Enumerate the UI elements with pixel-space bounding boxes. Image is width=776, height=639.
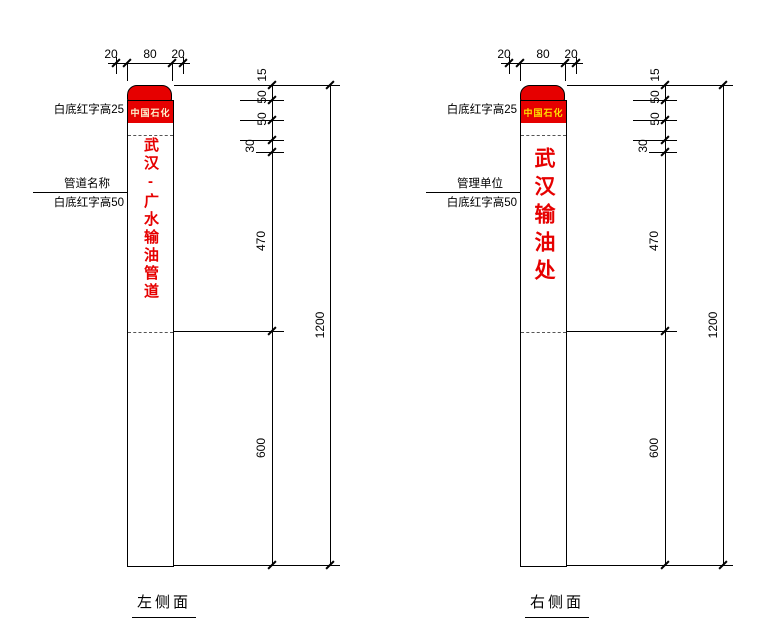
- height-dim-label: 50: [648, 112, 662, 126]
- cap-height-note: 白底红字高25: [446, 104, 517, 116]
- extension-line: [127, 63, 128, 81]
- view-caption: 右侧面: [525, 591, 589, 618]
- brand-band: 中国石化: [128, 101, 173, 123]
- extension-line: [240, 140, 284, 141]
- width-dim-label: 20: [171, 47, 185, 61]
- text-height-note: 白底红字高50: [446, 197, 517, 209]
- post-body: 中国石化 武汉输油处: [520, 100, 567, 567]
- top-dim-line: [108, 63, 190, 64]
- width-dim-label: 20: [564, 47, 578, 61]
- extension-line: [116, 57, 117, 74]
- overall-height-label: 1200: [313, 311, 327, 339]
- height-dim-label: 470: [254, 230, 268, 252]
- height-dim-label: 15: [648, 68, 662, 82]
- post-body: 中国石化 武汉-广水输油管道: [127, 100, 174, 567]
- dashed-line: [521, 332, 566, 333]
- height-dim-label: 15: [255, 68, 269, 82]
- extension-line: [174, 331, 284, 332]
- callout-label: 管道名称: [64, 178, 110, 190]
- extension-line: [240, 120, 284, 121]
- extension-line: [183, 57, 184, 74]
- extension-line: [633, 100, 677, 101]
- height-dim-label: 30: [243, 139, 257, 153]
- extension-line: [240, 100, 284, 101]
- width-dim-label: 80: [536, 47, 550, 61]
- extension-line: [633, 120, 677, 121]
- extension-line: [174, 565, 340, 566]
- brand-band: 中国石化: [521, 101, 566, 123]
- dashed-line: [521, 135, 566, 136]
- leader-line: [426, 192, 520, 193]
- extension-line: [509, 57, 510, 74]
- brand-text: 中国石化: [130, 107, 171, 118]
- width-dim-label: 80: [143, 47, 157, 61]
- extension-line: [565, 63, 566, 81]
- extension-line: [567, 565, 733, 566]
- height-dim-label: 50: [648, 90, 662, 104]
- dimension-line: [272, 85, 273, 565]
- extension-line: [576, 57, 577, 74]
- width-dim-label: 20: [104, 47, 118, 61]
- post-vertical-text: 武汉输油处: [532, 147, 555, 287]
- left-side-view: 20 80 20 中国石化 武汉-广水输油管道 白底红字高25 管道名称 白底红…: [33, 47, 340, 618]
- height-dim-label: 600: [254, 437, 268, 459]
- overall-dimension-line: [330, 85, 331, 565]
- dashed-line: [128, 332, 173, 333]
- right-side-view: 20 80 20 中国石化 武汉输油处 白底红字高25 管理单位 白底红字高50: [393, 0, 776, 639]
- extension-line: [520, 63, 521, 81]
- post-vertical-text: 武汉-广水输油管道: [142, 137, 159, 301]
- leader-line: [33, 192, 127, 193]
- dashed-line: [128, 135, 173, 136]
- post-cap: [520, 85, 565, 101]
- brand-text: 中国石化: [523, 107, 564, 118]
- extension-line: [172, 63, 173, 81]
- view-caption: 左侧面: [132, 591, 196, 618]
- height-dim-label: 50: [255, 112, 269, 126]
- width-dim-label: 20: [497, 47, 511, 61]
- overall-height-label: 1200: [706, 311, 720, 339]
- height-dim-label: 30: [636, 139, 650, 153]
- dimension-line: [665, 85, 666, 565]
- extension-line: [633, 140, 677, 141]
- post-cap: [127, 85, 172, 101]
- height-dim-label: 470: [647, 230, 661, 252]
- overall-dimension-line: [723, 85, 724, 565]
- height-dim-label: 50: [255, 90, 269, 104]
- extension-line: [567, 85, 733, 86]
- top-dim-line: [501, 63, 583, 64]
- extension-line: [174, 85, 340, 86]
- cap-height-note: 白底红字高25: [53, 104, 124, 116]
- height-dim-label: 600: [647, 437, 661, 459]
- callout-label: 管理单位: [457, 178, 503, 190]
- extension-line: [567, 331, 677, 332]
- text-height-note: 白底红字高50: [53, 197, 124, 209]
